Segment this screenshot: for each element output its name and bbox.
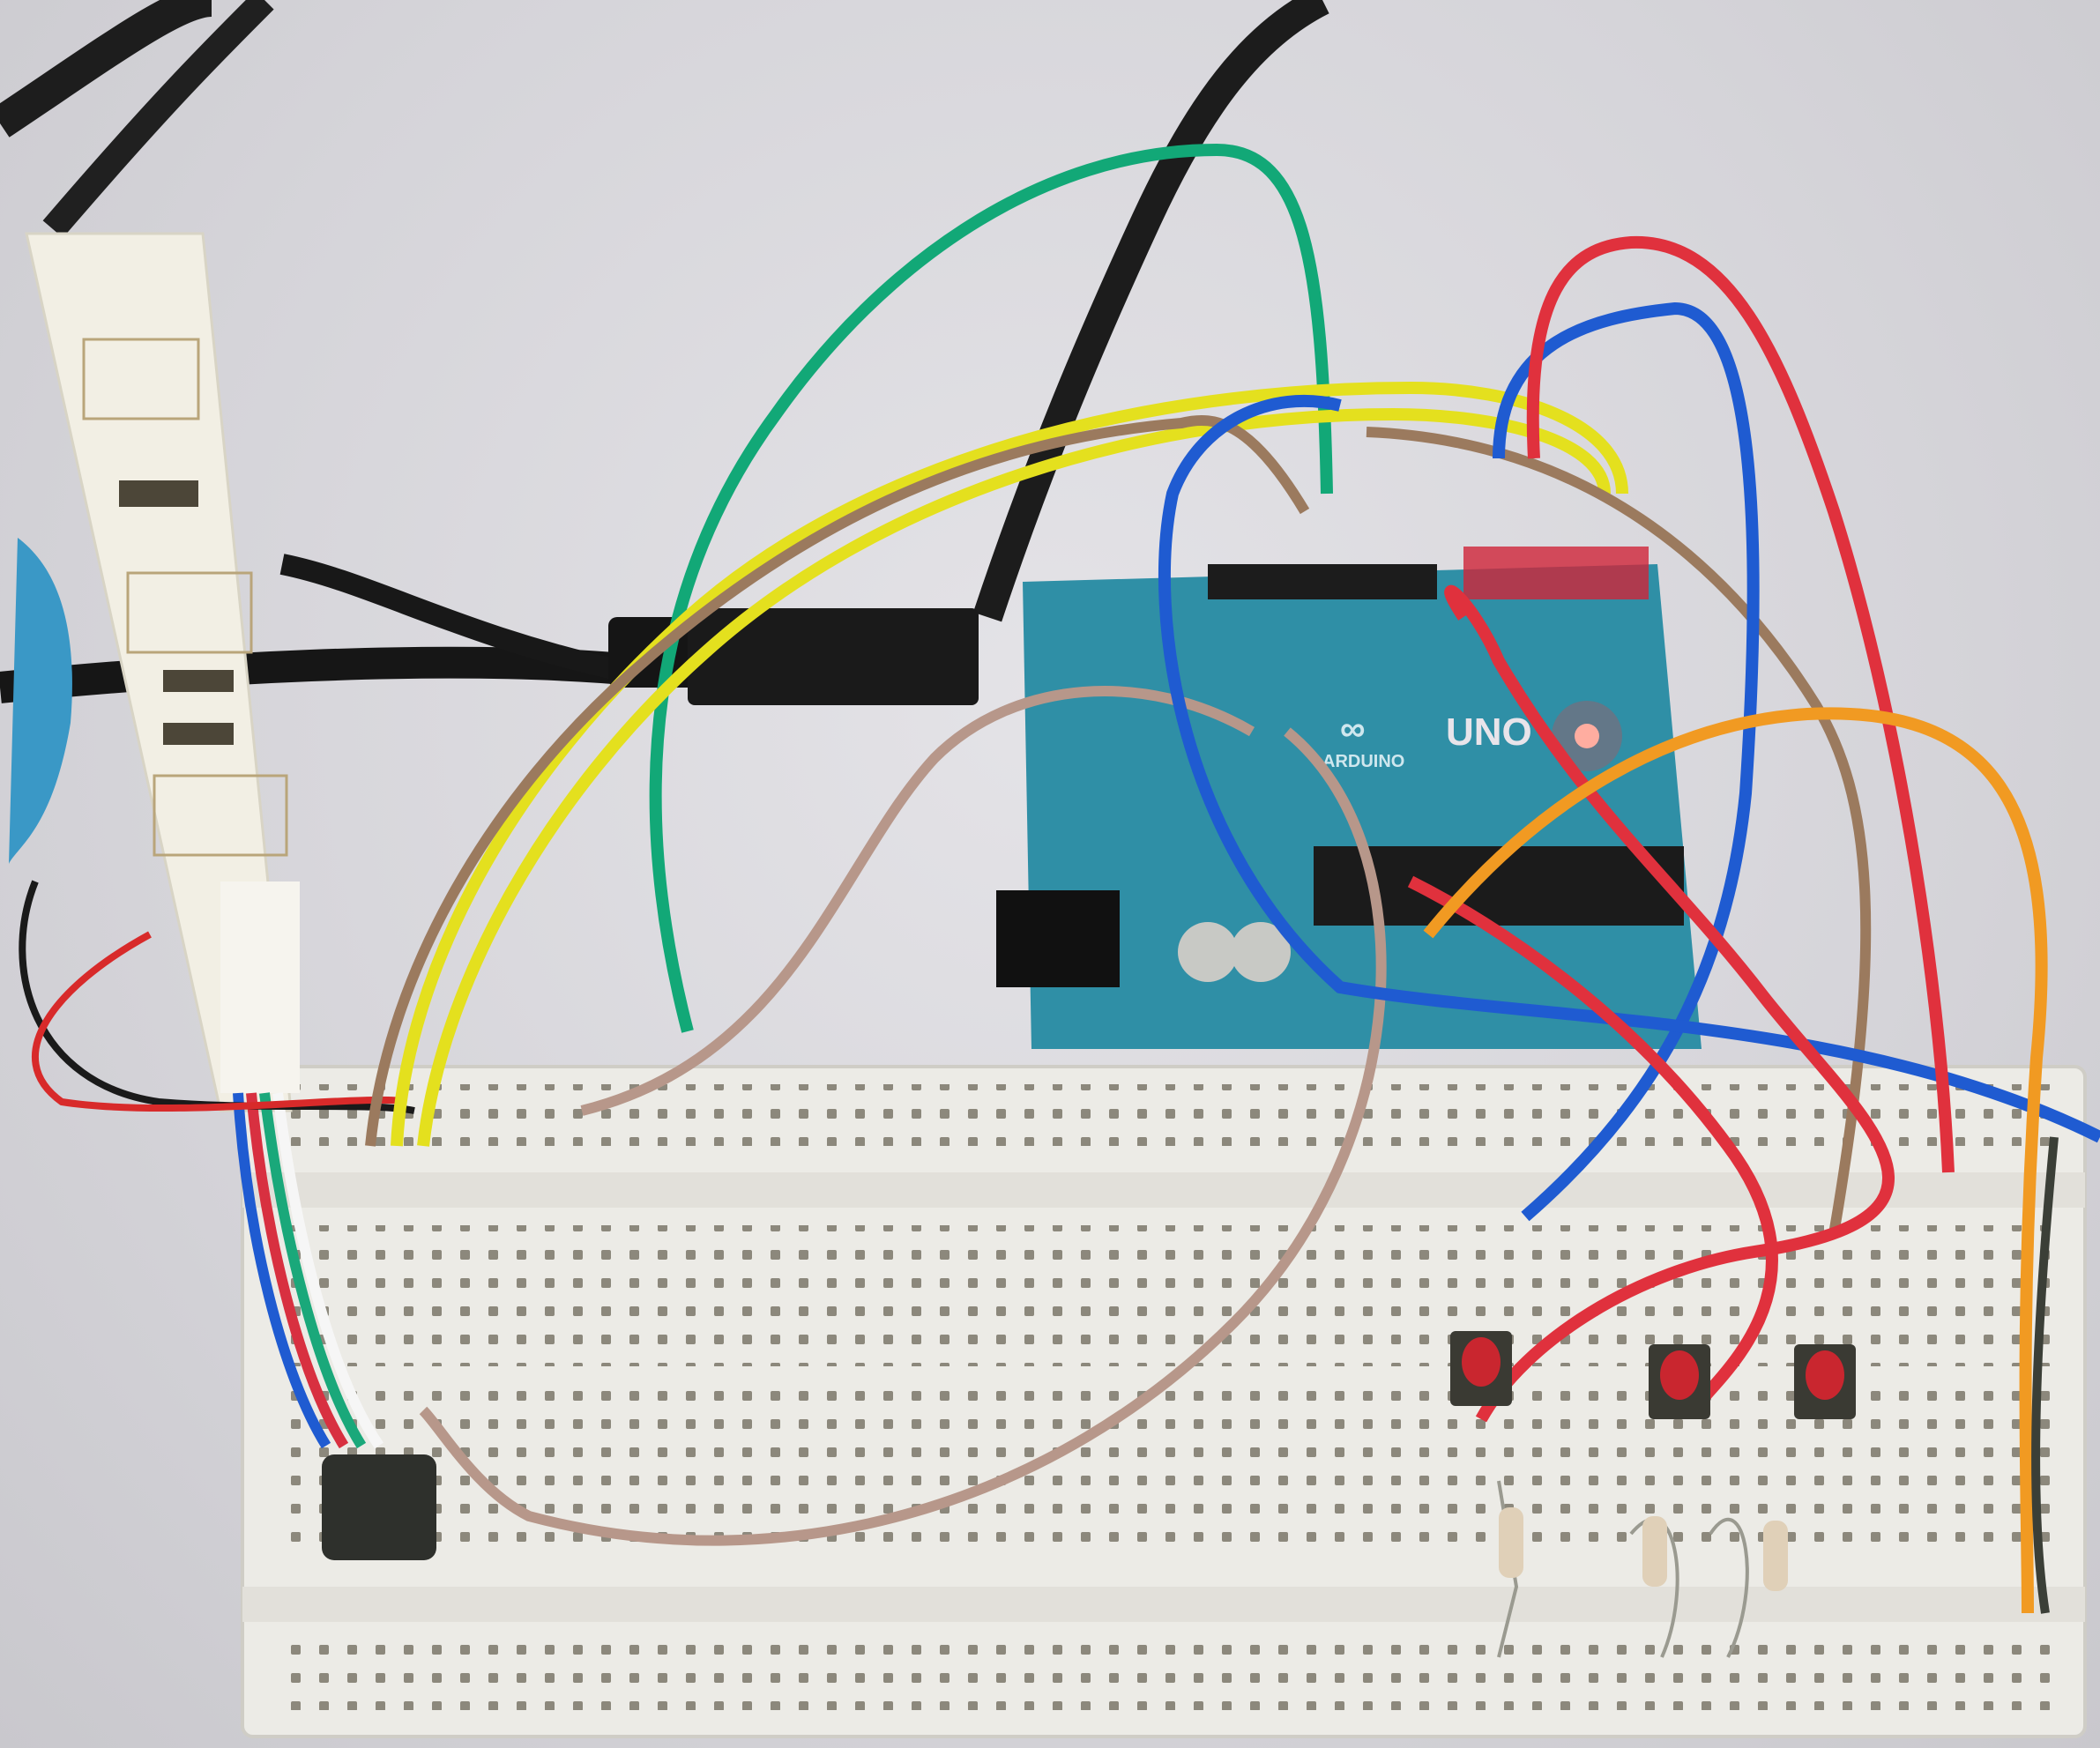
red-wire-1: [1526, 235, 1955, 1173]
header-pins: [1208, 564, 1437, 599]
svg-text:ARDUINO: ARDUINO: [1322, 752, 1404, 771]
resistor-2: [1629, 1516, 1679, 1658]
svg-text:UNO: UNO: [1446, 710, 1532, 754]
push-button-1: [1450, 1331, 1512, 1406]
blue-wire-2: [1158, 394, 2100, 1143]
push-button-3: [1794, 1344, 1856, 1419]
black-cable-top: [0, 0, 213, 138]
blue-clip: [9, 538, 72, 864]
blue-wire-1: [1493, 301, 1760, 1222]
strip-connector: [322, 1454, 436, 1560]
pink-wire-1: [580, 686, 1255, 1116]
brown-wire-1: [365, 414, 1310, 1147]
orange-wire: [1423, 707, 2048, 1614]
push-button-2: [1649, 1344, 1710, 1419]
usb-cable: [0, 646, 637, 703]
power-jack: [996, 890, 1120, 987]
green-wire: [649, 143, 1333, 1033]
pink-wire-2: [419, 727, 1387, 1546]
red-wire-2: [1444, 584, 1895, 1423]
brown-wire-2: [1366, 427, 1872, 1236]
power-led: [1575, 724, 1599, 748]
red-wire-3: [1407, 875, 1778, 1415]
yellow-wire-2: [417, 407, 1611, 1147]
resistor-3: [1709, 1517, 1788, 1658]
black-cable-top-right: [972, 0, 1329, 622]
arduino-logo-text: ∞: [1340, 710, 1366, 748]
resistor-1: [1497, 1480, 1523, 1658]
